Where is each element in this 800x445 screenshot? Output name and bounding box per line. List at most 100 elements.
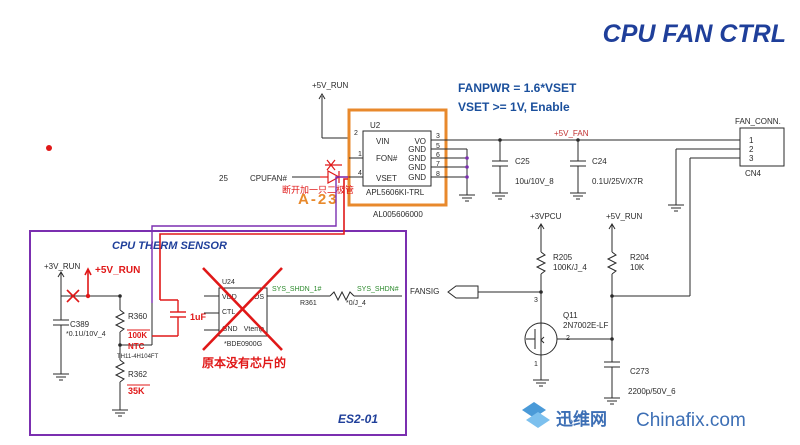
q11-ground bbox=[533, 379, 549, 387]
u2-pin-vo: VO bbox=[414, 137, 426, 146]
c24-node bbox=[576, 138, 580, 142]
q11-pin-3: 3 bbox=[534, 297, 538, 304]
u2-pin-vset: VSET bbox=[376, 174, 397, 183]
rail-label-5v-run-top: +5V_RUN bbox=[312, 81, 348, 90]
c273-ref: C273 bbox=[630, 367, 650, 376]
rail-3v-run bbox=[53, 271, 120, 381]
c25-symbol bbox=[492, 140, 508, 200]
sys-shdn-wiring bbox=[204, 290, 402, 331]
c24-value: 0.1U/25V/X7R bbox=[592, 177, 643, 186]
rail-5v-red-node bbox=[85, 293, 91, 299]
r362-ref: R362 bbox=[128, 370, 148, 379]
c389-ref: C389 bbox=[70, 320, 90, 329]
red-dot-mark bbox=[46, 145, 52, 151]
r360-r362-chain bbox=[112, 296, 153, 417]
q11-part: 2N7002E-LF bbox=[563, 321, 608, 330]
r205-value: 100K/J_4 bbox=[553, 263, 587, 272]
u24-cross-icon bbox=[202, 267, 283, 351]
net-sys-shdn-left: SYS_SHDN_1# bbox=[272, 286, 322, 293]
rail-label-5v-run-right: +5V_RUN bbox=[606, 212, 642, 221]
fansig-port-icon bbox=[447, 285, 479, 299]
cn4-pin-1: 1 bbox=[749, 136, 754, 145]
cn4-wiring bbox=[612, 148, 740, 297]
thermal-title: CPU THERM SENSOR bbox=[112, 240, 227, 252]
r360-part: TH11-4H104FT bbox=[117, 354, 159, 360]
rail-5v-run-red bbox=[66, 267, 92, 303]
rail-label-5v-run-red: +5V_RUN bbox=[95, 265, 140, 276]
rail-label-5v-fan: +5V_FAN bbox=[554, 129, 589, 138]
r204-node-q11 bbox=[610, 337, 614, 341]
thermal-sensor-box bbox=[29, 230, 407, 436]
u24-ref: U24 bbox=[222, 279, 235, 286]
cn4-pin-2: 2 bbox=[749, 145, 754, 154]
cpufan-wire bbox=[292, 157, 363, 178]
page-title: CPU FAN CTRL bbox=[603, 20, 786, 48]
c25-value: 10u/10V_8 bbox=[515, 177, 554, 186]
r360-node-mid bbox=[118, 343, 122, 347]
u2-gnd-dots bbox=[465, 156, 469, 179]
u24-body bbox=[218, 287, 268, 337]
r204-value: 10K bbox=[630, 263, 645, 272]
vset-purple-wire bbox=[151, 176, 348, 303]
revision-a23: A-23 bbox=[298, 191, 339, 208]
u24-pin-vdd: VDD bbox=[222, 294, 237, 301]
u2-pin-fon: FON# bbox=[376, 154, 398, 163]
u2-right-wiring bbox=[431, 139, 740, 202]
u24-part: *BDE0900G bbox=[224, 341, 262, 348]
net-sys-shdn-right: SYS_SHDN# bbox=[357, 286, 399, 293]
r360-type: NTC bbox=[128, 342, 145, 351]
u2-pin-gnd-4: GND bbox=[408, 173, 426, 182]
diode-note: 断开加一只二极管 bbox=[282, 184, 354, 195]
vset-red-bypass bbox=[159, 178, 348, 301]
rail-label-3vpcu: +3VPCU bbox=[530, 212, 562, 221]
c24-symbol bbox=[570, 140, 586, 200]
net-fansig: FANSIG bbox=[410, 287, 439, 296]
cn4-pin-3: 3 bbox=[749, 154, 754, 163]
cn4-body bbox=[739, 127, 785, 167]
u2-pin-num-3: 3 bbox=[436, 133, 440, 140]
u2-pin-gnd-1: GND bbox=[408, 145, 426, 154]
r361-ref: R361 bbox=[300, 300, 317, 307]
u2-pin-gnd-2: GND bbox=[408, 154, 426, 163]
u2-pin-gnd-3: GND bbox=[408, 163, 426, 172]
c25-ref: C25 bbox=[515, 157, 530, 166]
u2-pin-num-6: 6 bbox=[436, 152, 440, 159]
net-cpufan-num: 25 bbox=[219, 174, 228, 183]
c25-node bbox=[498, 138, 502, 142]
c389-value: *0.1U/10V_4 bbox=[66, 331, 106, 338]
u24-pin-gnd: GND bbox=[222, 326, 238, 333]
q11-pin-1: 1 bbox=[534, 361, 538, 368]
note-vset: VSET >= 1V, Enable bbox=[458, 100, 570, 114]
thermal-stage: ES2-01 bbox=[338, 412, 378, 426]
note-fanpwr: FANPWR = 1.6*VSET bbox=[458, 81, 577, 95]
r362-value: 35K bbox=[128, 386, 145, 396]
u2-pin-num-7: 7 bbox=[436, 161, 440, 168]
q11-ref: Q11 bbox=[563, 311, 578, 320]
u2-part-number: APL5606KI-TRL bbox=[366, 188, 425, 197]
cn4-ref: CN4 bbox=[745, 169, 762, 178]
r205-ref: R205 bbox=[553, 253, 573, 262]
added-diode-icon bbox=[320, 159, 349, 185]
u2-pin-num-4: 4 bbox=[358, 170, 362, 177]
watermark-logo-icon bbox=[522, 402, 550, 428]
u2-ref: U2 bbox=[370, 121, 381, 130]
r204-node-fan bbox=[610, 294, 614, 298]
cap-1uf-label: 1uF bbox=[190, 312, 207, 322]
r360-value: 100K bbox=[128, 331, 147, 340]
u24-pin-os: OS bbox=[254, 294, 264, 301]
cap-1uf-icon bbox=[152, 300, 186, 337]
c24-ref: C24 bbox=[592, 157, 607, 166]
watermark-site: Chinafix.com bbox=[636, 410, 746, 431]
net-cpufan-label: CPUFAN# bbox=[250, 174, 287, 183]
rail-5v-top bbox=[318, 93, 348, 139]
no-chip-note: 原本没有芯片的 bbox=[202, 355, 286, 370]
u24-pin-ctl: CTL bbox=[222, 309, 235, 316]
u2-pin-vin: VIN bbox=[376, 137, 390, 146]
c273-value: 2200p/50V_6 bbox=[628, 387, 676, 396]
r204-ref: R204 bbox=[630, 253, 650, 262]
u2-pin-num-1: 1 bbox=[358, 151, 362, 158]
cn4-title: FAN_CONN. bbox=[735, 117, 781, 126]
r205-branch bbox=[535, 223, 547, 316]
u2-stock-number: AL005606000 bbox=[373, 210, 423, 219]
